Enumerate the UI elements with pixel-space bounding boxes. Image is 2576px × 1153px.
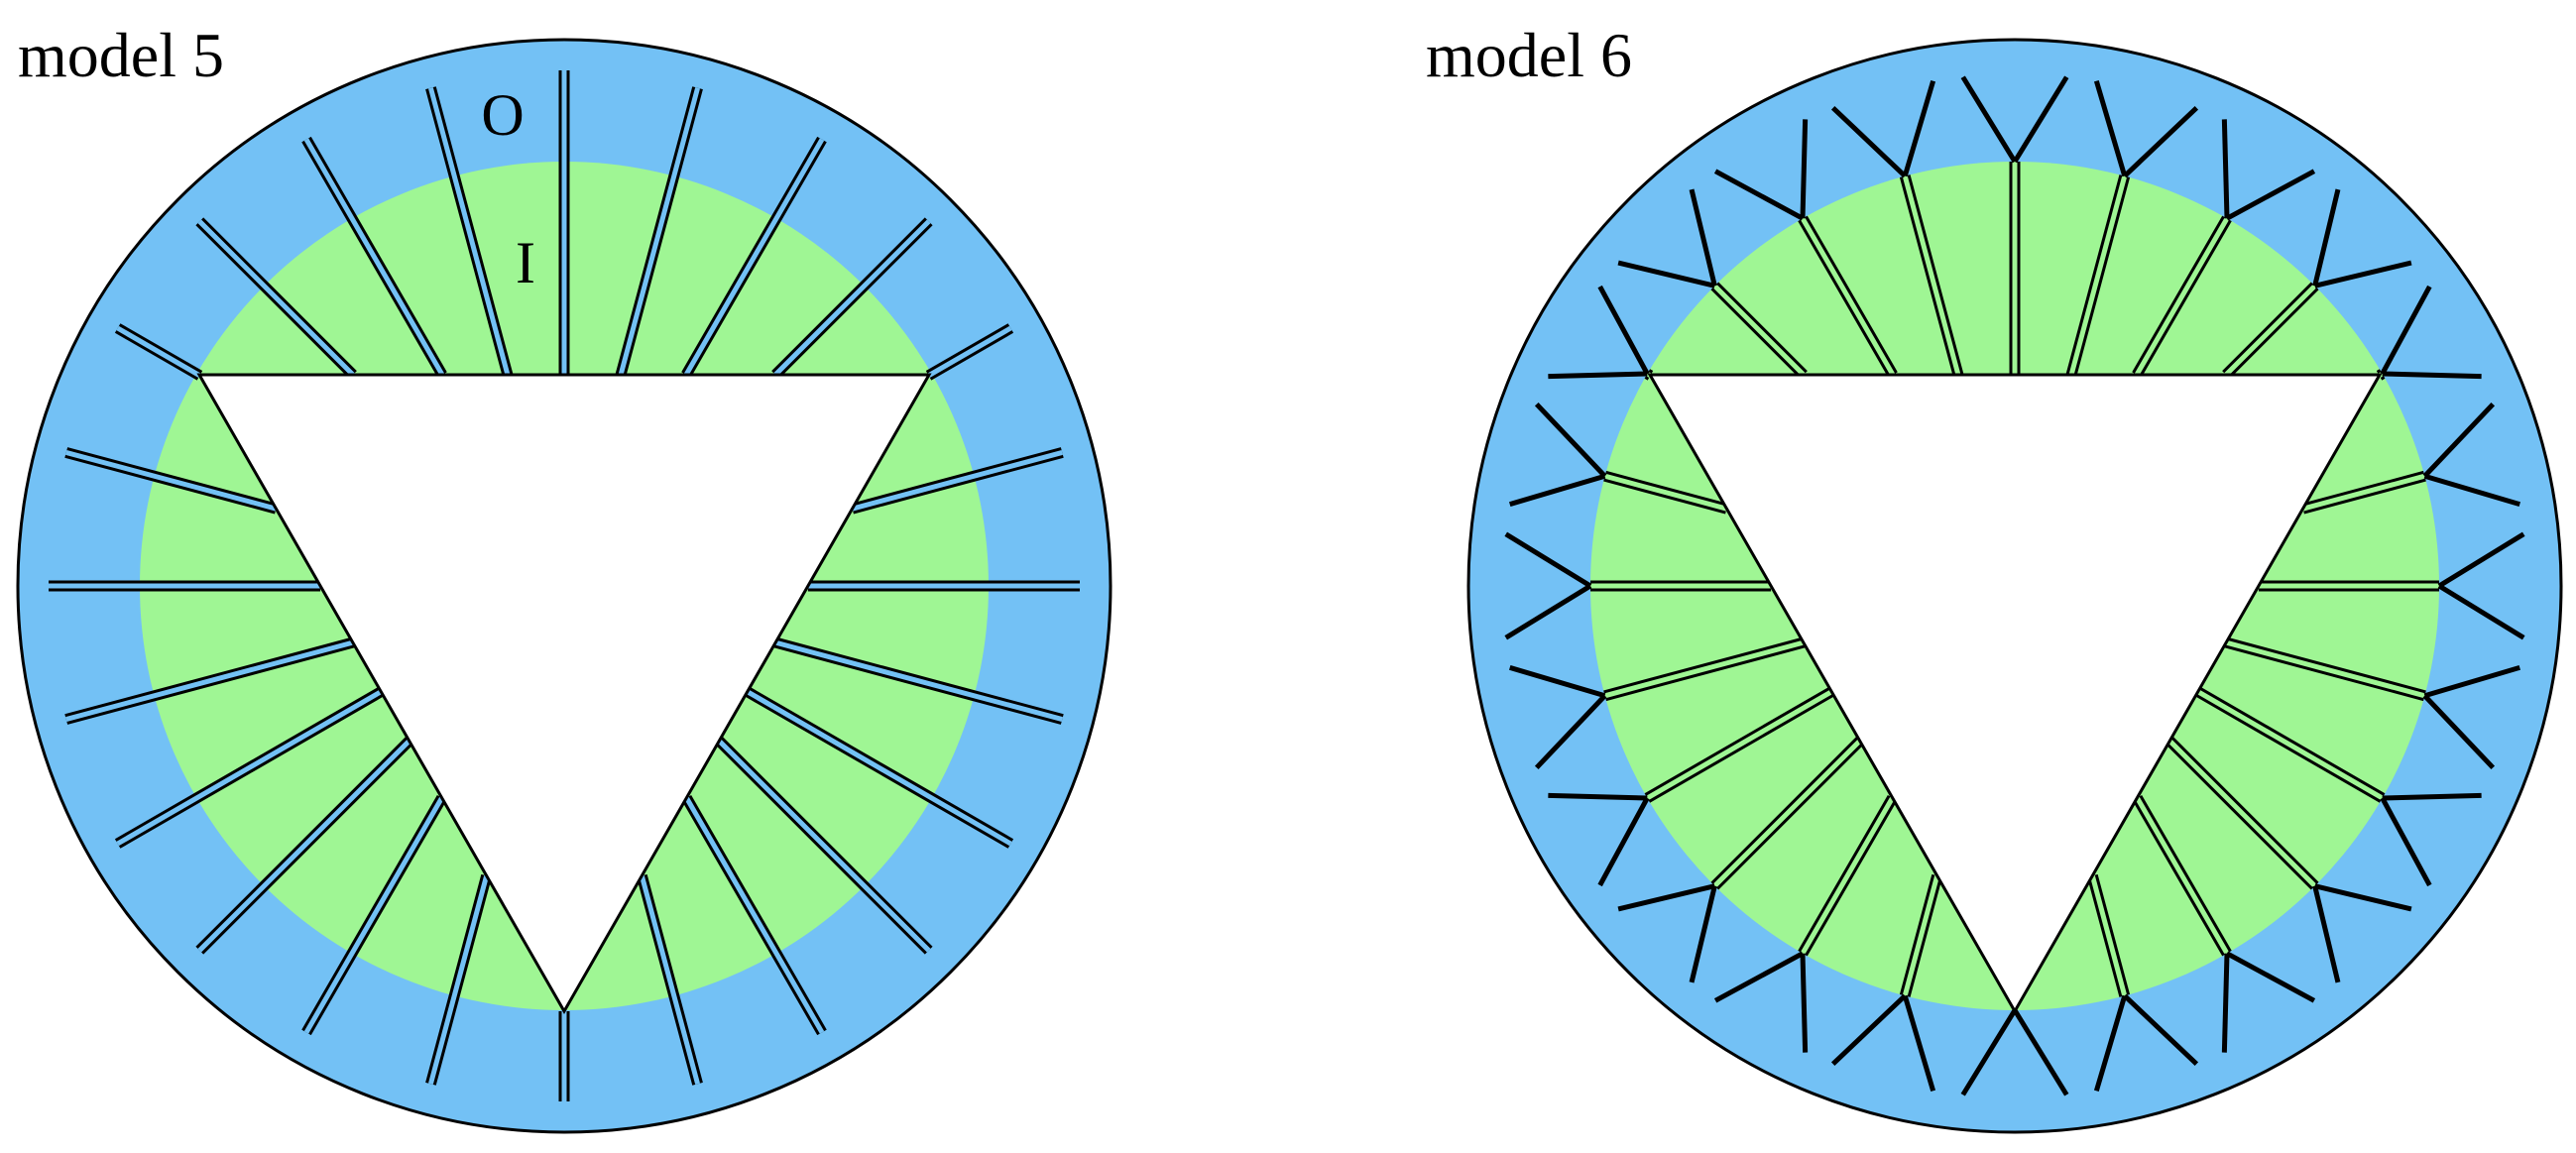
branch-line-5-0: [2422, 402, 2496, 478]
radial-line-core-2: [683, 138, 825, 377]
branch-line-2-1: [2225, 169, 2316, 221]
branch-line-1-0: [2093, 79, 2128, 177]
stem-line-core-17: [1603, 639, 1805, 699]
radial-line-core-16: [116, 689, 383, 847]
radial-line-core-10: [684, 796, 825, 1034]
stem-line-core-5: [2301, 473, 2426, 512]
branch-line-20-0: [1548, 371, 1648, 380]
inner-region-label: I: [516, 230, 535, 295]
panel-model-6: [1466, 38, 2563, 1134]
branch-line-8-1: [2380, 796, 2432, 887]
branch-line-10-1: [2221, 953, 2230, 1053]
outer-region-label: O: [481, 82, 524, 148]
panel-title-model-5: model 5: [18, 20, 224, 90]
radial-line-core-23: [427, 87, 511, 376]
branch-line-12-1: [1960, 1008, 2018, 1096]
branch-line-0-0: [1960, 75, 2018, 164]
stem-line-core-8: [2196, 689, 2384, 801]
branch-line-18-1: [1504, 531, 1592, 589]
stem-line-core-23: [1902, 174, 1961, 376]
branch-line-12-0: [2012, 1008, 2069, 1096]
branch-line-15-1: [1617, 883, 1715, 912]
radial-line-core-1: [618, 87, 701, 376]
radial-line-core-4: [927, 325, 1012, 378]
branch-line-4-0: [2380, 285, 2432, 376]
radial-line-core-22: [303, 138, 445, 377]
radial-line-core-13: [427, 874, 490, 1085]
branch-line-13-0: [1902, 994, 1936, 1093]
branch-line-5-1: [2423, 473, 2521, 508]
branch-line-11-0: [2123, 993, 2199, 1067]
radial-line-core-3: [773, 219, 931, 377]
stem-line-core-9: [2167, 739, 2317, 888]
stem-line-core-19: [1603, 473, 1728, 512]
radial-line-core-21: [197, 219, 355, 377]
panel-title-model-6: model 6: [1426, 20, 1632, 90]
branch-line-22-0: [1713, 169, 1805, 221]
branch-line-16-1: [1548, 792, 1648, 801]
branch-line-18-0: [1504, 583, 1592, 640]
branch-line-3-1: [2314, 260, 2412, 288]
panel-model-5: [16, 38, 1112, 1134]
branch-line-2-0: [2221, 119, 2230, 219]
branch-line-23-1: [1902, 79, 1936, 177]
branch-line-23-0: [1830, 105, 1907, 178]
radial-line-core-20: [116, 325, 201, 378]
radial-line-core-9: [717, 739, 931, 953]
branch-line-9-1: [2312, 885, 2341, 983]
radial-line-core-15: [197, 739, 411, 953]
branch-line-19-0: [1508, 473, 1606, 508]
branch-line-10-0: [2225, 951, 2316, 1003]
radial-line-core-17: [65, 639, 354, 723]
radial-line-core-14: [303, 796, 444, 1034]
branch-line-4-1: [2382, 371, 2482, 380]
model-5-triangular-hole: [196, 373, 932, 1015]
branch-line-8-0: [2382, 792, 2482, 801]
stem-line-core-14: [1800, 796, 1895, 955]
branch-line-16-0: [1597, 796, 1650, 887]
branch-line-11-1: [2093, 994, 2128, 1093]
branch-line-17-0: [1534, 694, 1607, 770]
branch-line-14-1: [1713, 951, 1805, 1003]
radial-line-core-8: [746, 689, 1012, 847]
branch-line-14-0: [1800, 953, 1809, 1053]
branch-line-17-1: [1508, 664, 1606, 699]
stem-line-core-15: [1712, 739, 1862, 888]
branch-line-21-0: [1617, 260, 1715, 288]
branch-line-1-1: [2123, 105, 2199, 178]
branch-line-15-0: [1689, 885, 1717, 983]
stem-line-core-1: [2068, 174, 2128, 376]
branch-line-13-1: [1830, 993, 1907, 1067]
stem-line-core-10: [2135, 796, 2230, 955]
branch-line-6-0: [2437, 531, 2525, 589]
branch-line-9-0: [2314, 883, 2412, 912]
stem-line-core-7: [2225, 639, 2426, 699]
radial-line-core-5: [851, 449, 1063, 512]
branch-line-19-1: [1534, 402, 1607, 478]
stem-line-core-21: [1712, 284, 1806, 377]
branch-line-20-1: [1597, 285, 1650, 376]
radial-line-core-19: [65, 449, 278, 512]
stem-line-core-11: [2089, 874, 2128, 997]
branch-line-3-0: [2312, 188, 2341, 287]
branch-line-21-1: [1689, 188, 1717, 287]
model-6-triangular-hole: [1647, 373, 2383, 1015]
branch-line-7-0: [2423, 664, 2521, 699]
stem-line-core-16: [1646, 689, 1833, 801]
branch-line-0-1: [2012, 75, 2069, 164]
stem-line-core-13: [1902, 874, 1940, 997]
radial-line-core-7: [774, 639, 1063, 723]
branch-line-7-1: [2422, 694, 2496, 770]
branch-line-22-1: [1800, 119, 1809, 219]
radial-line-core-11: [639, 874, 701, 1085]
stem-line-core-3: [2224, 284, 2317, 377]
branch-line-6-1: [2437, 583, 2525, 640]
stem-line-core-2: [2134, 217, 2230, 377]
stem-line-core-22: [1800, 217, 1896, 377]
